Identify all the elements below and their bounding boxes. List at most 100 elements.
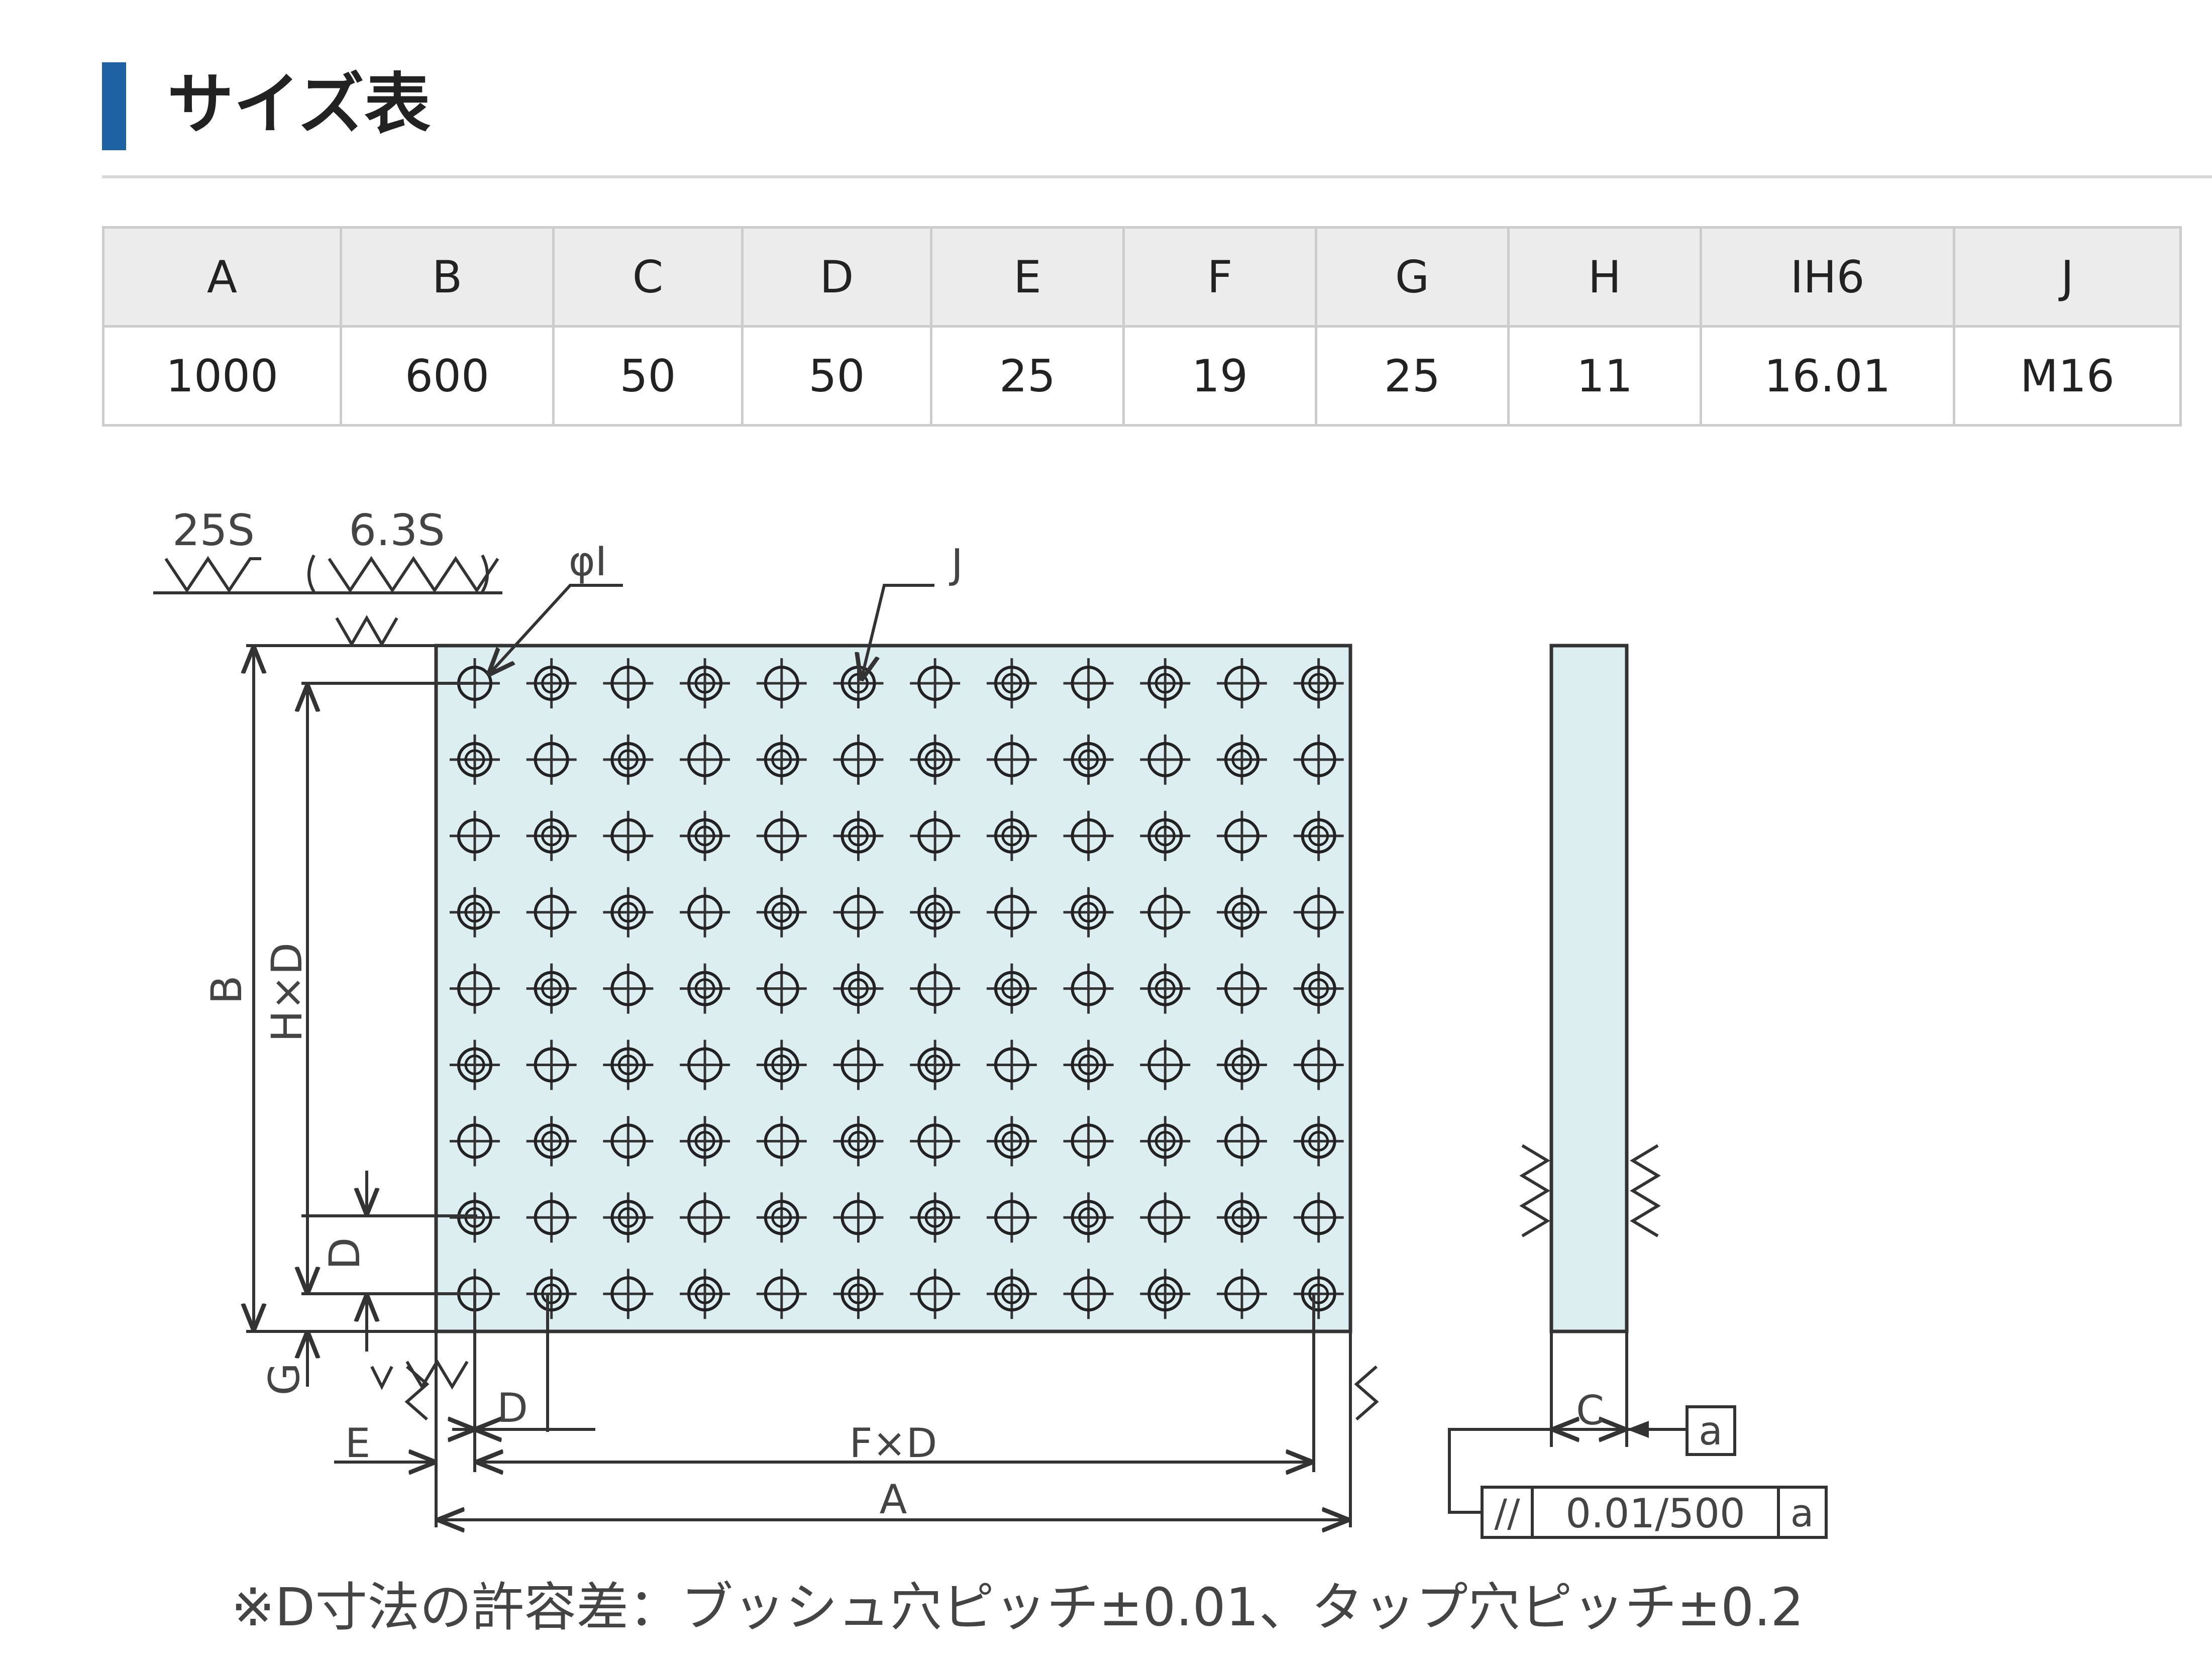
g-label: G bbox=[260, 1363, 309, 1395]
tapped-hole bbox=[1140, 1116, 1191, 1167]
datum-label: a bbox=[1699, 1409, 1723, 1454]
tapped-hole bbox=[986, 658, 1037, 708]
tapped-hole bbox=[910, 734, 961, 785]
table-cell: 50 bbox=[552, 325, 744, 427]
bushing-hole bbox=[986, 1040, 1037, 1090]
bushing-hole bbox=[756, 1116, 807, 1167]
tapped-hole bbox=[603, 1040, 654, 1090]
tapped-hole bbox=[1293, 810, 1344, 861]
tapped-hole bbox=[526, 658, 577, 708]
bushing-hole bbox=[526, 887, 577, 938]
bushing-hole bbox=[1217, 963, 1267, 1014]
bushing-hole bbox=[603, 1269, 654, 1319]
table-cell: 600 bbox=[340, 325, 555, 427]
roughness-coarse-label: 25S bbox=[172, 505, 255, 556]
bushing-hole bbox=[1217, 1116, 1267, 1167]
tapped-hole bbox=[833, 810, 884, 861]
tapped-hole bbox=[450, 1192, 500, 1243]
tapped-hole bbox=[986, 963, 1037, 1014]
tapped-hole bbox=[1293, 1116, 1344, 1167]
datum-box bbox=[1686, 1405, 1736, 1456]
tapped-hole bbox=[526, 1116, 577, 1167]
tapped-hole bbox=[1293, 1269, 1344, 1319]
bushing-hole bbox=[986, 734, 1037, 785]
table-cell: 11 bbox=[1507, 325, 1702, 427]
tapped-hole bbox=[450, 1040, 500, 1090]
callout-leaders bbox=[490, 584, 934, 678]
table-header-row: A B C D E F G H IH6 J bbox=[102, 226, 2182, 328]
vertical-dimension-lines bbox=[246, 644, 477, 1387]
table-header-cell: A bbox=[102, 226, 342, 328]
tapped-hole bbox=[1217, 1192, 1267, 1243]
bushing-hole bbox=[603, 963, 654, 1014]
bushing-hole bbox=[1063, 810, 1114, 861]
bushing-hole bbox=[603, 1116, 654, 1167]
bushing-hole bbox=[526, 1192, 577, 1243]
bushing-hole bbox=[1217, 658, 1267, 708]
bushing-hole bbox=[756, 658, 807, 708]
tapped-hole bbox=[986, 810, 1037, 861]
tapped-hole bbox=[603, 734, 654, 785]
hxd-label: H×D bbox=[262, 943, 311, 1042]
bushing-hole bbox=[1063, 963, 1114, 1014]
table-header-cell: IH6 bbox=[1700, 226, 1955, 328]
fxd-label: F×D bbox=[850, 1420, 937, 1467]
tapped-hole bbox=[680, 1269, 730, 1319]
bushing-hole bbox=[986, 1192, 1037, 1243]
table-header-cell: F bbox=[1122, 226, 1317, 328]
bushing-hole bbox=[1140, 734, 1191, 785]
tapped-hole bbox=[833, 1116, 884, 1167]
tapped-hole bbox=[1063, 887, 1114, 938]
bushing-hole bbox=[526, 1040, 577, 1090]
j-label: J bbox=[949, 541, 963, 587]
bushing-hole bbox=[450, 1116, 500, 1167]
bushing-hole bbox=[986, 887, 1037, 938]
table-header-cell: C bbox=[552, 226, 744, 328]
bushing-hole bbox=[526, 734, 577, 785]
tolerance-frame bbox=[1481, 1486, 1828, 1539]
bushing-hole bbox=[1140, 887, 1191, 938]
bushing-hole bbox=[680, 734, 730, 785]
table-header-cell: E bbox=[930, 226, 1125, 328]
table-cell: 25 bbox=[930, 325, 1125, 427]
d-bottom-label: D bbox=[497, 1385, 528, 1431]
bushing-hole bbox=[1293, 1040, 1344, 1090]
table-header-cell: B bbox=[340, 226, 555, 328]
tapped-hole bbox=[450, 734, 500, 785]
bushing-hole bbox=[1063, 658, 1114, 708]
bushing-hole bbox=[910, 1116, 961, 1167]
table-header-cell: G bbox=[1315, 226, 1510, 328]
tapped-hole bbox=[910, 887, 961, 938]
table-row: 1000 600 50 50 25 19 25 11 16.01 M16 bbox=[102, 325, 2182, 427]
c-label: C bbox=[1576, 1387, 1604, 1434]
tapped-hole bbox=[680, 1116, 730, 1167]
table-cell: M16 bbox=[1953, 325, 2182, 427]
tapped-hole bbox=[1140, 963, 1191, 1014]
bushing-hole bbox=[756, 810, 807, 861]
tapped-hole bbox=[680, 658, 730, 708]
bushing-hole bbox=[833, 887, 884, 938]
tapped-hole bbox=[1293, 658, 1344, 708]
datum-arrow bbox=[1627, 1421, 1649, 1438]
bushing-hole bbox=[910, 658, 961, 708]
table-cell: 19 bbox=[1122, 325, 1317, 427]
bushing-hole bbox=[1140, 1040, 1191, 1090]
tapped-hole bbox=[756, 1040, 807, 1090]
bushing-hole bbox=[603, 810, 654, 861]
tapped-hole bbox=[603, 887, 654, 938]
tapped-hole bbox=[526, 1269, 577, 1319]
tapped-hole bbox=[526, 963, 577, 1014]
tapped-hole bbox=[1140, 658, 1191, 708]
table-cell: 50 bbox=[741, 325, 932, 427]
size-table: A B C D E F G H IH6 J 1000 600 50 50 25 … bbox=[102, 226, 2182, 427]
tapped-hole bbox=[1217, 1040, 1267, 1090]
tapped-hole bbox=[986, 1116, 1037, 1167]
tapped-hole bbox=[910, 1040, 961, 1090]
heading-accent-bar bbox=[102, 62, 126, 150]
tapped-hole bbox=[526, 810, 577, 861]
tapped-hole bbox=[833, 1269, 884, 1319]
bushing-hole bbox=[603, 658, 654, 708]
bushing-hole bbox=[1217, 810, 1267, 861]
bushing-hole bbox=[1293, 734, 1344, 785]
